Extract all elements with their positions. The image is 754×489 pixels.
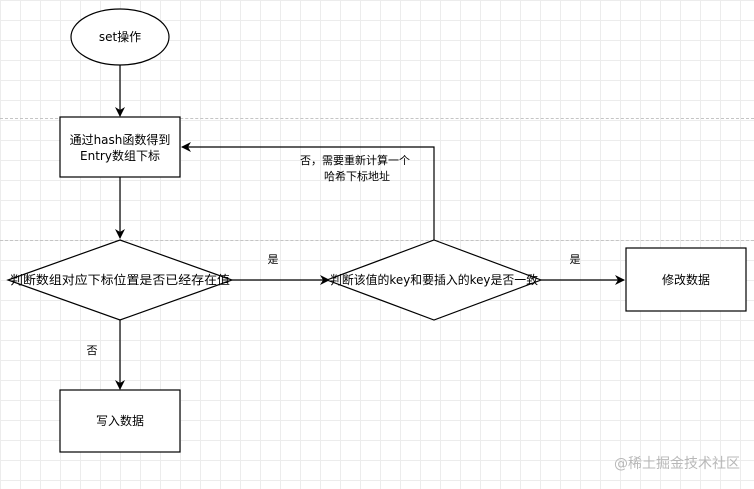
check-slot-label: 判断数组对应下标位置是否已经存在值	[10, 272, 230, 287]
start-node-label: set操作	[99, 29, 141, 44]
edge-label-slot-exists-no: 否	[87, 344, 98, 357]
modify-data-label: 修改数据	[662, 272, 710, 287]
edge-label-keys-differ-line1: 否，需要重新计算一个	[300, 153, 410, 167]
modify-data-node: 修改数据	[625, 247, 747, 312]
compute-index-label-line1: 通过hash函数得到	[70, 132, 171, 147]
compare-key-label: 判断该值的key和要插入的key是否一致	[330, 272, 538, 287]
compare-key-decision: 判断该值的key和要插入的key是否一致	[325, 239, 543, 321]
compute-index-label-line2: Entry数组下标	[80, 148, 160, 163]
edge-label-keys-differ-line2: 哈希下标地址	[324, 169, 390, 183]
compute-index-node: 通过hash函数得到 Entry数组下标	[59, 116, 181, 178]
watermark: @稀土掘金技术社区	[614, 456, 740, 472]
start-node: set操作	[70, 8, 170, 66]
page-break-line	[0, 118, 754, 119]
write-data-label: 写入数据	[96, 413, 144, 428]
edge-compare-back-to-compute	[181, 142, 435, 240]
page-break-line	[0, 240, 754, 241]
check-slot-decision: 判断数组对应下标位置是否已经存在值	[6, 239, 234, 321]
edge-label-keys-equal-yes: 是	[570, 253, 581, 266]
write-data-node: 写入数据	[59, 389, 181, 453]
edge-label-slot-exists-yes: 是	[268, 253, 279, 266]
